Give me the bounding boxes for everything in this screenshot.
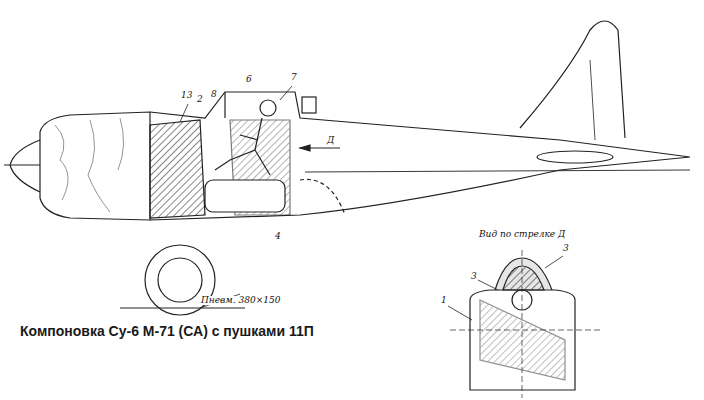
callout-number: 3 — [470, 272, 478, 281]
callout-number: 1 — [440, 296, 448, 305]
caption: Компоновка Су-6 М-71 (СА) с пушками 11П — [20, 323, 314, 340]
callout-number: 4 — [274, 232, 282, 241]
callout-number: 8 — [210, 90, 218, 99]
callout-number: Д — [326, 136, 335, 145]
callout-number: 6 — [245, 75, 253, 84]
callout-number: 7 — [290, 73, 298, 82]
callout-number: Пневм. 380×150 — [200, 296, 281, 305]
callout-number: 3 — [562, 244, 570, 253]
callout-number: 2 — [196, 95, 204, 104]
callout-number: Вид по стрелке Д — [478, 230, 566, 239]
callout-number: 13 — [180, 91, 193, 100]
